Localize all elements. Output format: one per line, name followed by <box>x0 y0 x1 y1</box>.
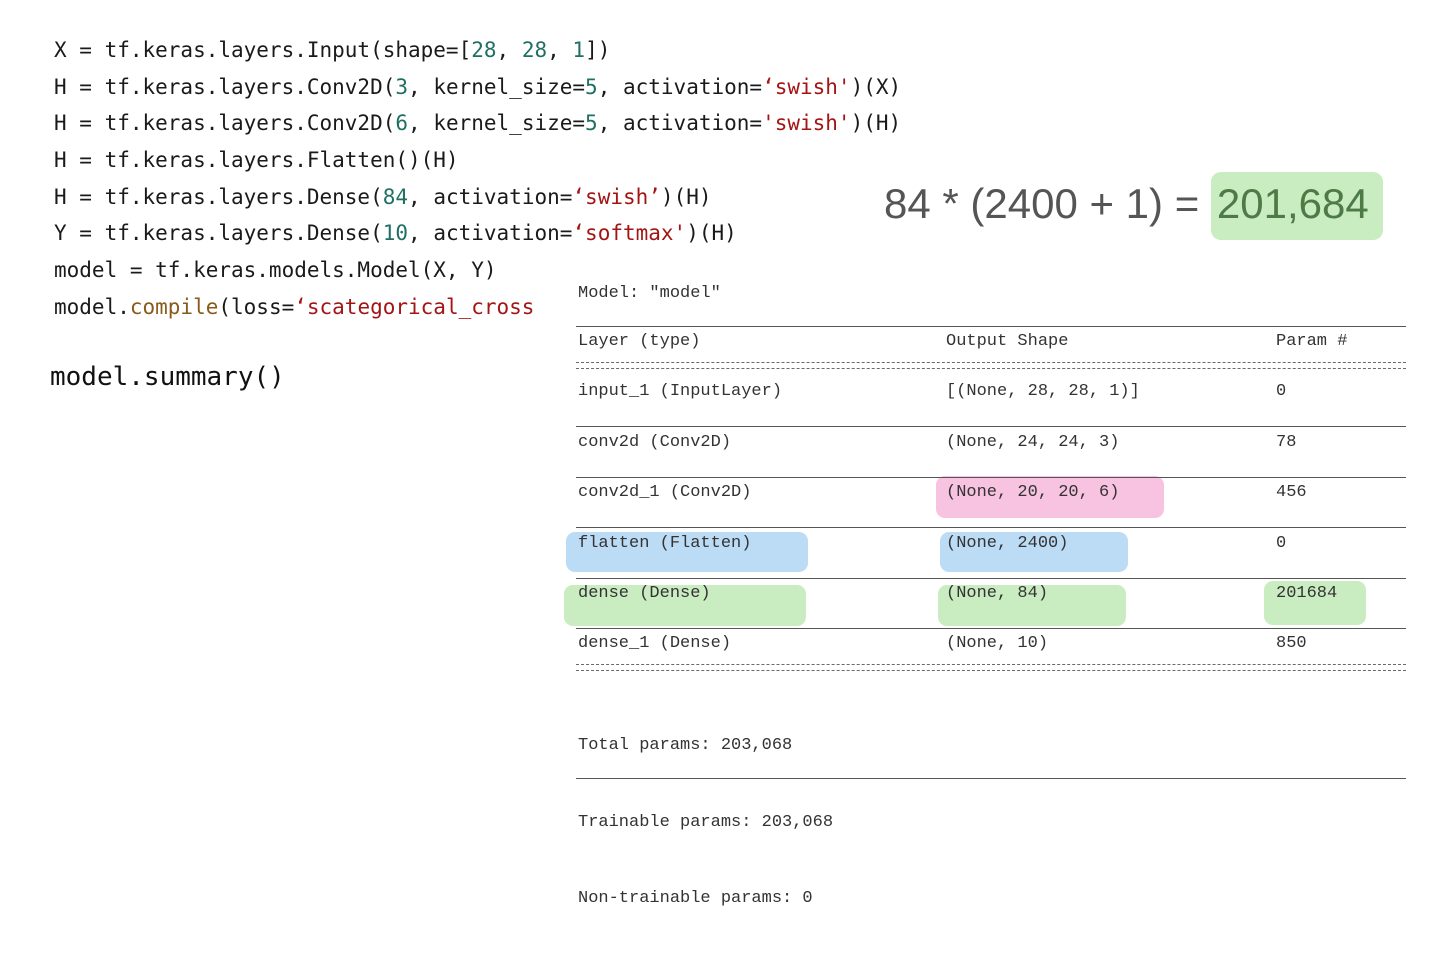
layer-name: conv2d_1 (Conv2D) <box>578 483 752 502</box>
header-param-count: Param # <box>1276 332 1348 351</box>
layer-name: dense (Dense) <box>578 584 711 603</box>
code-text: H = tf.keras.layers.Dense( <box>54 184 383 209</box>
code-text: , <box>496 38 522 62</box>
code-text: , kernel_size= <box>408 111 586 136</box>
table-rule <box>576 778 1406 779</box>
code-text: model = tf.keras.models.Model(X, Y) <box>54 258 497 283</box>
code-line-dense-output: Y = tf.keras.layers.Dense(10, activation… <box>54 215 901 252</box>
code-text: )(X) <box>850 74 902 99</box>
code-number: 10 <box>382 221 409 246</box>
code-line-dense: H = tf.keras.layers.Dense(84, activation… <box>54 179 901 216</box>
param-count: 0 <box>1276 382 1287 401</box>
table-rule <box>576 527 1406 528</box>
table-double-rule <box>576 664 1406 671</box>
code-line-conv2d: H = tf.keras.layers.Conv2D(3, kernel_siz… <box>54 69 901 106</box>
output-shape: (None, 24, 24, 3) <box>946 433 1120 452</box>
code-line-compile: model.compile(loss=‘scategorical_cross <box>54 289 901 326</box>
table-row: conv2d (Conv2D) (None, 24, 24, 3) 78 <box>572 433 1406 457</box>
summary-call: model.summary() <box>50 362 285 392</box>
table-row: dense (Dense) (None, 84) 201684 <box>572 584 1406 608</box>
param-count: 78 <box>1276 433 1297 452</box>
table-row: dense_1 (Dense) (None, 10) 850 <box>572 634 1406 658</box>
table-rule <box>576 426 1406 427</box>
trainable-params: Trainable params: 203,068 <box>578 812 834 832</box>
table-rule <box>576 477 1406 478</box>
code-block: X = tf.keras.layers.Input(shape=[28, 28,… <box>54 32 901 326</box>
layer-name: input_1 (InputLayer) <box>578 382 783 401</box>
code-text: , activation= <box>597 74 763 99</box>
code-text: (loss= <box>218 294 295 319</box>
code-text: , <box>547 38 573 62</box>
code-string: ‘swish' <box>762 74 851 99</box>
code-method: compile <box>129 294 219 319</box>
param-totals: Total params: 203,068 Trainable params: … <box>578 682 833 963</box>
param-count: 456 <box>1276 483 1307 502</box>
code-string: ‘swish’ <box>572 184 661 209</box>
layer-name: flatten (Flatten) <box>578 534 752 553</box>
highlight-flatten-shape <box>940 532 1128 572</box>
param-count: 0 <box>1276 534 1287 553</box>
table-row: input_1 (InputLayer) [(None, 28, 28, 1)]… <box>572 382 1406 406</box>
total-params: Total params: 203,068 <box>578 736 793 755</box>
output-shape: (None, 84) <box>946 584 1049 603</box>
layer-name: dense_1 (Dense) <box>578 634 732 653</box>
param-count: 850 <box>1276 634 1307 653</box>
table-rule <box>576 578 1406 579</box>
code-number: 28 <box>471 38 497 62</box>
code-text: , activation= <box>597 111 763 136</box>
table-rule <box>576 628 1406 629</box>
code-number: 6 <box>395 111 409 136</box>
code-text: ]) <box>585 38 611 62</box>
header-layer: Layer (type) <box>578 332 701 351</box>
non-trainable-params: Non-trainable params: 0 <box>578 889 813 908</box>
code-text: , activation= <box>408 221 573 246</box>
layer-name: conv2d (Conv2D) <box>578 433 732 452</box>
model-summary-output: Model: "model" Layer (type) Output Shape… <box>564 278 1406 908</box>
code-text: X = tf.keras.layers.Input(shape=[ <box>54 38 472 62</box>
code-line-flatten: H = tf.keras.layers.Flatten()(H) <box>54 142 901 179</box>
param-equation: 84 * (2400 + 1) = 201,684 <box>884 172 1383 240</box>
code-number: 5 <box>585 74 598 99</box>
output-shape: (None, 20, 20, 6) <box>946 483 1120 502</box>
table-row: conv2d_1 (Conv2D) (None, 20, 20, 6) 456 <box>572 483 1406 507</box>
code-string: 'swish' <box>762 111 851 136</box>
param-count: 201684 <box>1276 584 1338 603</box>
highlight-dense-params <box>1264 581 1366 625</box>
table-header: Layer (type) Output Shape Param # <box>572 332 1406 356</box>
code-text: , activation= <box>408 184 573 209</box>
code-text: , kernel_size= <box>408 74 586 99</box>
highlight-dense-layer <box>564 585 806 626</box>
output-shape: [(None, 28, 28, 1)] <box>946 382 1140 401</box>
table-row: flatten (Flatten) (None, 2400) 0 <box>572 534 1406 558</box>
code-string: ‘softmax' <box>572 221 687 246</box>
equation-result: 201,684 <box>1210 172 1383 240</box>
header-output-shape: Output Shape <box>946 332 1069 351</box>
code-line-model: model = tf.keras.models.Model(X, Y) <box>54 252 901 289</box>
code-number: 28 <box>521 38 548 62</box>
code-string: ‘scategorical_cross <box>294 294 535 319</box>
output-shape: (None, 10) <box>946 634 1049 653</box>
code-number: 3 <box>395 74 409 99</box>
code-text: )(H) <box>660 184 712 209</box>
code-text: H = tf.keras.layers.Flatten()(H) <box>54 148 459 173</box>
table-rule <box>576 326 1406 327</box>
highlight-dense-shape <box>938 585 1126 626</box>
code-text: )(H) <box>686 221 737 246</box>
code-number: 1 <box>572 38 586 62</box>
code-number: 84 <box>382 184 409 209</box>
equation-expression: 84 * (2400 + 1) = <box>884 180 1211 227</box>
highlight-conv2d-1-shape <box>936 476 1164 518</box>
table-double-rule <box>576 362 1406 369</box>
code-text: model. <box>54 294 130 319</box>
code-text: H = tf.keras.layers.Conv2D( <box>54 74 396 99</box>
output-shape: (None, 2400) <box>946 534 1069 553</box>
code-text: )(H) <box>850 111 902 136</box>
code-text: H = tf.keras.layers.Conv2D( <box>54 111 396 136</box>
code-text: Y = tf.keras.layers.Dense( <box>54 221 383 246</box>
highlight-flatten-layer <box>566 532 808 572</box>
code-number: 5 <box>585 111 598 136</box>
code-line-input: X = tf.keras.layers.Input(shape=[28, 28,… <box>54 32 901 69</box>
model-title: Model: "model" <box>578 284 721 303</box>
code-line-conv2d-1: H = tf.keras.layers.Conv2D(6, kernel_siz… <box>54 105 901 142</box>
